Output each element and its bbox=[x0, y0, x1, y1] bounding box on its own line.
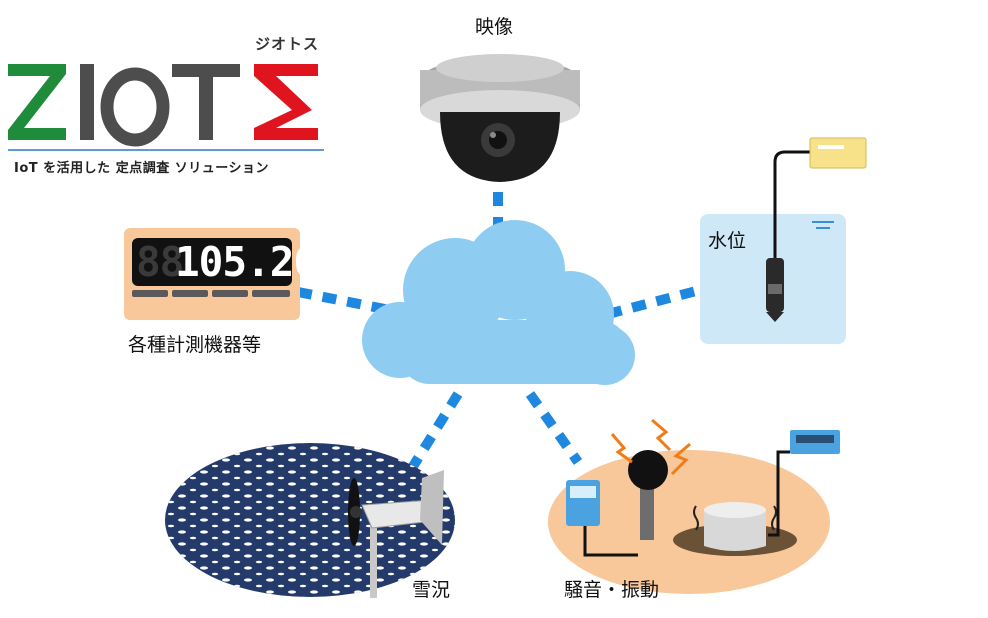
connector-noise bbox=[525, 391, 583, 465]
logo-letter-o bbox=[100, 67, 170, 147]
logo-letter-t bbox=[172, 64, 240, 140]
logo-letter-s bbox=[254, 64, 318, 140]
logo-divider bbox=[8, 149, 324, 151]
logo-kana: ジオトス bbox=[255, 35, 320, 53]
logo-tagline: IoT を活用した 定点調査 ソリューション bbox=[14, 161, 269, 176]
dome-camera-icon bbox=[420, 54, 580, 182]
logo-mark bbox=[8, 64, 318, 147]
label-snow: 雪況 bbox=[412, 579, 451, 601]
label-water-level: 水位 bbox=[708, 230, 747, 252]
label-noise: 騒音・振動 bbox=[564, 579, 660, 601]
noise-vibration-sensor-icon bbox=[548, 418, 840, 594]
connector-snow bbox=[407, 391, 463, 471]
connector-water-level bbox=[606, 285, 702, 319]
meter-ghost-digits: 88 bbox=[136, 238, 184, 286]
snow-camera-icon bbox=[165, 443, 455, 598]
digital-meter-icon bbox=[124, 228, 300, 320]
label-instruments: 各種計測機器等 bbox=[128, 334, 262, 356]
label-camera: 映像 bbox=[475, 16, 514, 38]
cloud-icon bbox=[362, 220, 635, 385]
meter-display-value: 105.26 bbox=[175, 238, 318, 286]
logo-letter-i bbox=[80, 64, 94, 140]
water-level-sensor-icon bbox=[700, 137, 867, 344]
logo-letter-z bbox=[8, 64, 66, 140]
